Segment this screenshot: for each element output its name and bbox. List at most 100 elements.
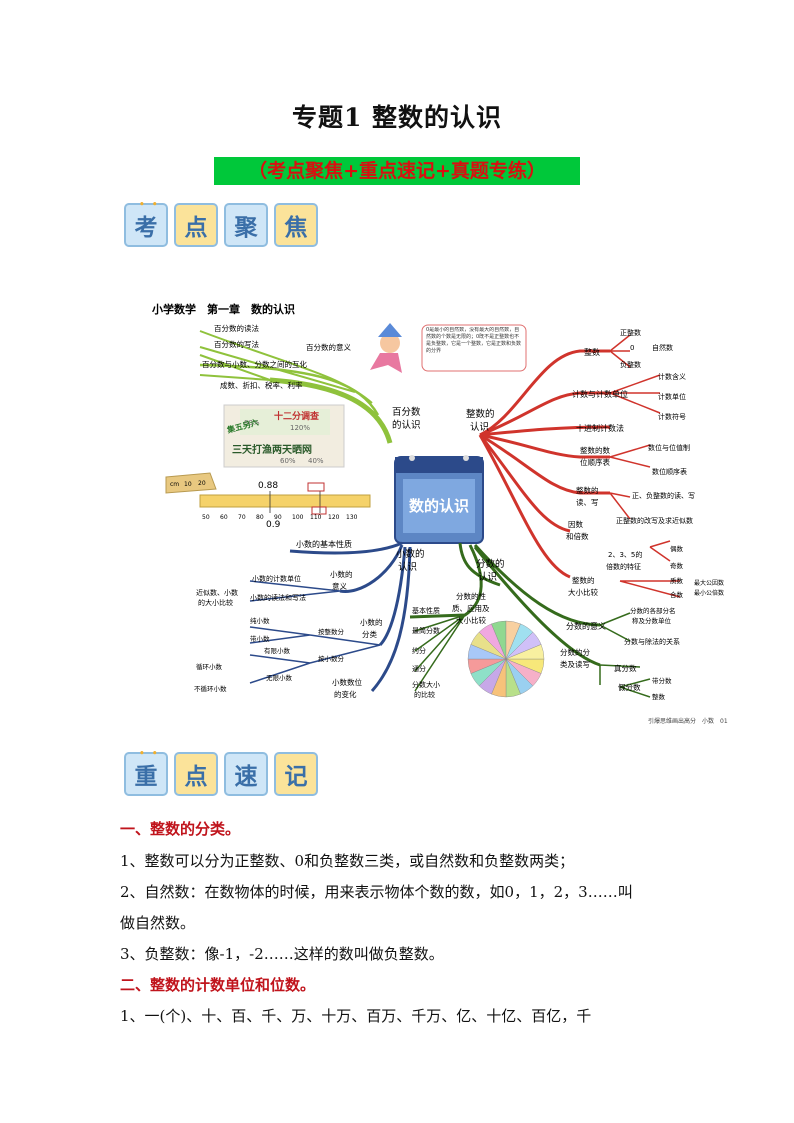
svg-text:130: 130 <box>346 514 358 521</box>
yinshu-label-2: 和倍数 <box>566 531 589 541</box>
branch-fraction <box>409 542 651 698</box>
badge-ju: 聚 <box>224 203 268 247</box>
fraction-parts-1: 分数的各部分名 <box>630 606 676 615</box>
shuwei-table: 数位顺序表 <box>652 467 687 476</box>
fraction-mixed: 带分数 <box>652 676 672 685</box>
percent-item-3: 百分数的意义 <box>306 342 351 352</box>
fraction-simplest: 最简分数 <box>412 626 440 635</box>
percent-item-1: 百分数的读法 <box>214 323 259 333</box>
poster-image: 80% 十二分调查 120% 集五另六 三天打渔两天晒网 60% 40% <box>223 404 345 468</box>
note-paragraph-2b: 做自然数。 <box>120 914 196 932</box>
zhengshu-zero: 0 <box>630 344 634 352</box>
jishu-unit: 计数单位 <box>658 392 686 401</box>
fraction-label-1: 分数的 <box>476 558 505 570</box>
center-calendar <box>394 455 484 544</box>
beishu-lcm: 最小公倍数 <box>694 589 724 597</box>
duxie-label-1: 整数的 <box>576 485 599 495</box>
decimal-fenlei-2: 分类 <box>362 629 377 639</box>
jishu-meaning: 计数含义 <box>658 372 686 381</box>
integer-node-jishu: 计数与计数单位 <box>572 389 628 399</box>
integer-label-2: 认识 <box>470 421 489 433</box>
badge-dian2: 点 <box>174 752 218 796</box>
fraction-integer: 整数 <box>652 692 666 701</box>
decimal-shift-2: 的变化 <box>334 689 357 699</box>
svg-text:60: 60 <box>220 514 228 521</box>
fraction-fenlei-1: 分数的分 <box>560 647 590 657</box>
zhengshu-pos: 正整数 <box>620 328 641 337</box>
duxie-label-2: 读、写 <box>576 497 599 507</box>
shuwei-label-1: 整数的数 <box>580 445 610 455</box>
note-paragraph-3: 3、负整数：像-1，-2……这样的数叫做负整数。 <box>120 945 444 963</box>
daxiao-label-2: 大小比较 <box>568 587 598 597</box>
beishu-even: 偶数 <box>670 544 684 553</box>
percent-label-1: 百分数 <box>392 406 421 418</box>
branch-integer <box>478 334 681 598</box>
decimal-item-approx-1: 近似数、小数 <box>196 588 238 597</box>
badge-ji: 记 <box>274 752 318 796</box>
wheel-segment <box>505 644 545 660</box>
fraction-reduce: 约分 <box>412 646 426 655</box>
svg-text:cm: cm <box>170 481 179 488</box>
page-title: 专题1 整数的认识 <box>291 103 503 132</box>
decimal-by-integer: 按整数分 <box>318 627 345 636</box>
badge-row-zhongdian: • •重 点 速 记 <box>124 749 318 796</box>
fraction-xingzhi-2: 质、应用及 <box>452 603 490 613</box>
percent-item-4: 百分数与小数、分数之间的互化 <box>202 359 307 369</box>
badge-kao: • •考 <box>124 200 168 247</box>
percent-item-5: 成数、折扣、税率、利率 <box>220 380 303 390</box>
svg-text:20: 20 <box>198 480 206 487</box>
decimal-yiyi-1: 小数的 <box>330 569 353 579</box>
integer-node-zhengshu: 整数 <box>584 347 600 357</box>
fraction-meaning: 分数的意义 <box>566 621 606 631</box>
beishu-odd: 奇数 <box>670 561 684 570</box>
svg-text:90: 90 <box>274 514 282 521</box>
svg-text:40%: 40% <box>308 457 324 465</box>
shuwei-label-2: 位顺序表 <box>580 457 610 467</box>
badge-jiao: 焦 <box>274 203 318 247</box>
duxie-read-write: 正、负整数的读、写 <box>632 491 695 500</box>
svg-text:50: 50 <box>202 514 210 521</box>
fraction-improper: 假分数 <box>618 682 641 692</box>
svg-text:三天打渔两天晒网: 三天打渔两天晒网 <box>232 443 312 456</box>
ruler-image: cm 10 20 50 60 70 80 90 100 110 120 130 … <box>165 472 371 530</box>
beishu-prime: 质数 <box>670 576 684 585</box>
svg-text:10: 10 <box>184 481 192 488</box>
branch-percent <box>199 330 393 444</box>
mindmap-footer: 引爆思维画出高分 小数 01 <box>648 717 728 725</box>
decimal-yiyi-2: 意义 <box>332 581 347 591</box>
decimal-label-1: 小数的 <box>396 548 425 560</box>
decimal-label-2: 认识 <box>398 561 417 573</box>
shuwei-weizhi: 数位与位值制 <box>648 443 690 452</box>
svg-text:70: 70 <box>238 514 246 521</box>
fraction-wheel <box>467 620 545 698</box>
percent-item-2: 百分数的写法 <box>214 339 259 349</box>
decimal-mixed: 带小数 <box>250 634 270 643</box>
decimal-infinite: 无限小数 <box>266 673 293 682</box>
beishu-gcd: 最大公因数 <box>694 579 724 587</box>
svg-text:60%: 60% <box>280 457 296 465</box>
fraction-basic: 基本性质 <box>412 606 440 615</box>
fraction-parts-2: 称及分数单位 <box>632 616 672 625</box>
svg-text:十二分调查: 十二分调查 <box>274 410 320 422</box>
decimal-item-approx-2: 的大小比较 <box>198 598 233 607</box>
beishu-label-2: 倍数的特征 <box>606 562 641 571</box>
svg-text:80: 80 <box>256 514 264 521</box>
note-paragraph-2a: 2、自然数：在数物体的时候，用来表示物体个数的数，如0，1，2，3……叫 <box>120 883 633 901</box>
note-paragraph-4: 1、一(个)、十、百、千、万、十万、百万、千万、亿、十亿、百亿，千 <box>120 1007 592 1025</box>
fraction-proper: 真分数 <box>614 663 637 673</box>
decimal-by-decimal: 按小数分 <box>318 654 345 663</box>
svg-text:100: 100 <box>292 514 304 521</box>
decimal-fenlei-1: 小数的 <box>360 617 383 627</box>
center-title: 数的认识 <box>409 497 469 515</box>
jishu-symbol: 计数符号 <box>658 412 686 421</box>
badge-row-kaodian: • •考 点 聚 焦 <box>124 200 318 247</box>
decimal-nonrepeating: 不循环小数 <box>194 684 227 693</box>
badge-dian: 点 <box>174 203 218 247</box>
decimal-item-readwrite: 小数的读法和写法 <box>250 593 306 602</box>
svg-text:120: 120 <box>328 514 340 521</box>
cartoon-figure <box>370 323 402 373</box>
page-subtitle: （考点聚焦+重点速记+真题专练） <box>214 157 580 185</box>
svg-text:110: 110 <box>310 514 322 521</box>
yinshu-label-1: 因数 <box>568 519 583 529</box>
integer-label-1: 整数的 <box>466 408 495 420</box>
